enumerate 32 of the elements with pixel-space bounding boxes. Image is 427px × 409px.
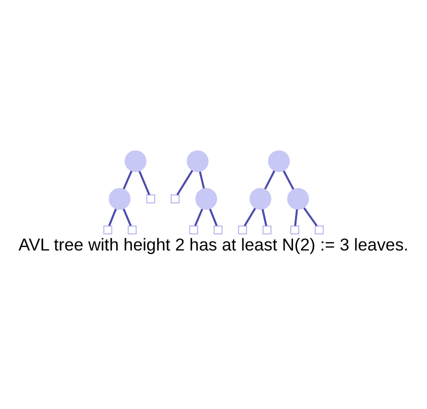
node-circle bbox=[186, 150, 209, 172]
connector bbox=[122, 208, 132, 226]
connector bbox=[122, 170, 132, 190]
connector bbox=[108, 208, 117, 226]
connector bbox=[303, 207, 318, 226]
node-box bbox=[128, 225, 137, 234]
node-circle bbox=[108, 188, 131, 210]
connector bbox=[244, 208, 256, 226]
connector bbox=[209, 208, 218, 226]
connector bbox=[294, 209, 298, 226]
connector bbox=[264, 170, 276, 190]
node-box bbox=[170, 194, 180, 204]
connector bbox=[138, 170, 150, 196]
connector bbox=[194, 208, 204, 226]
connector bbox=[198, 171, 205, 189]
caption: AVL tree with height 2 has at least N(2) := 3 leaves. bbox=[18, 234, 408, 254]
connector bbox=[282, 170, 294, 190]
node-box bbox=[290, 225, 300, 234]
node-circle bbox=[287, 188, 309, 210]
node-box bbox=[238, 225, 248, 234]
node-box bbox=[214, 225, 223, 234]
connector bbox=[262, 209, 268, 226]
node-circle bbox=[268, 150, 290, 172]
node-box bbox=[103, 225, 112, 234]
node-box bbox=[189, 225, 198, 234]
node-circle bbox=[250, 188, 272, 210]
node-circle bbox=[124, 150, 146, 172]
node-box bbox=[314, 225, 324, 234]
node-circle bbox=[195, 188, 218, 210]
connector bbox=[176, 170, 194, 196]
node-box bbox=[146, 194, 156, 204]
node-box bbox=[262, 225, 272, 234]
